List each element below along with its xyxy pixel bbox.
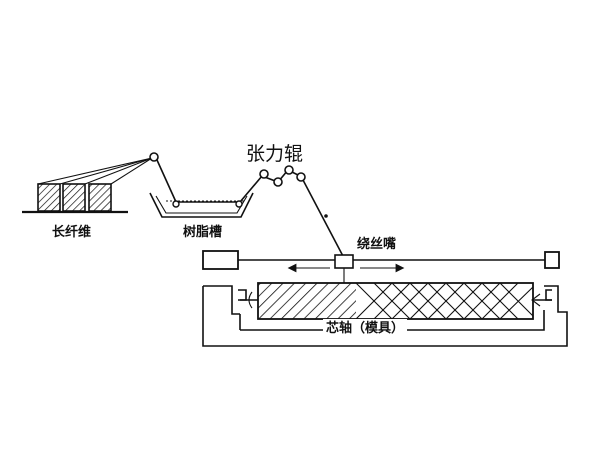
label-winding-nozzle: 绕丝嘴 xyxy=(357,236,396,252)
spool-1 xyxy=(37,183,61,212)
label-tension-roller: 张力辊 xyxy=(246,143,303,165)
mandrel xyxy=(238,282,552,320)
tension-roller-4 xyxy=(296,172,306,182)
tension-rollers xyxy=(259,165,345,259)
fiber-strands xyxy=(37,152,263,203)
tank-roller-right xyxy=(235,200,243,208)
spool-3 xyxy=(88,183,112,212)
tension-roller-2 xyxy=(273,177,283,187)
rail-end-left xyxy=(202,250,239,270)
tank-roller-left xyxy=(172,200,180,208)
carriage-rail xyxy=(202,250,560,284)
mandrel-crosshatch xyxy=(355,282,534,320)
label-resin-tank: 树脂槽 xyxy=(183,224,222,240)
guide-roller xyxy=(149,152,159,162)
label-mandrel: 芯轴（模具） xyxy=(326,320,404,336)
spool-2 xyxy=(62,183,86,212)
tension-roller-3 xyxy=(284,165,294,175)
winding-nozzle xyxy=(334,254,354,269)
fiber-spools xyxy=(22,183,128,214)
rotation-arrow xyxy=(248,291,253,309)
mandrel-wound-section xyxy=(258,283,356,319)
tension-roller-1 xyxy=(259,169,269,179)
label-mandrel-backing xyxy=(323,319,408,337)
label-long-fiber: 长纤维 xyxy=(52,224,91,240)
resin-tank xyxy=(149,192,254,218)
rail-end-right xyxy=(544,251,560,269)
